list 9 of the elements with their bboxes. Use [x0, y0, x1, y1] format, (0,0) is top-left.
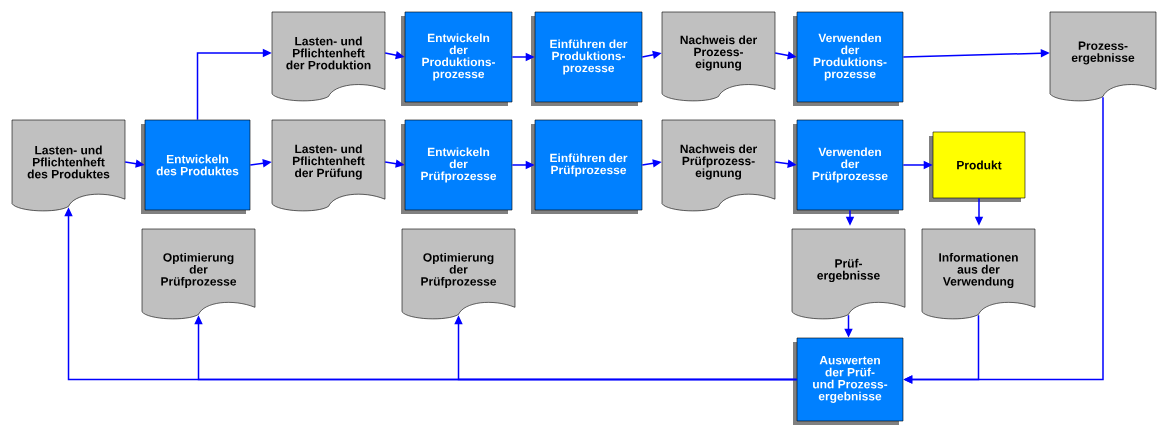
process-box: Einführen der Produktions- prozesse	[531, 11, 643, 106]
process-box: Verwenden der Produktions- prozesse	[793, 11, 904, 106]
process-box: Entwickeln der Produktions- prozesse	[401, 11, 513, 106]
process-box: Verwenden der Prüfprozesse	[793, 119, 904, 214]
process-box: Entwickeln der Prüfprozesse	[401, 119, 513, 214]
process-box: Einführen der Prüfprozesse	[531, 119, 643, 214]
process-box: Auswerten der Prüf- und Prozess- ergebnisse	[793, 337, 904, 425]
product-box: Produkt	[929, 131, 1026, 202]
process-box: Entwickeln des Produktes	[141, 119, 251, 214]
